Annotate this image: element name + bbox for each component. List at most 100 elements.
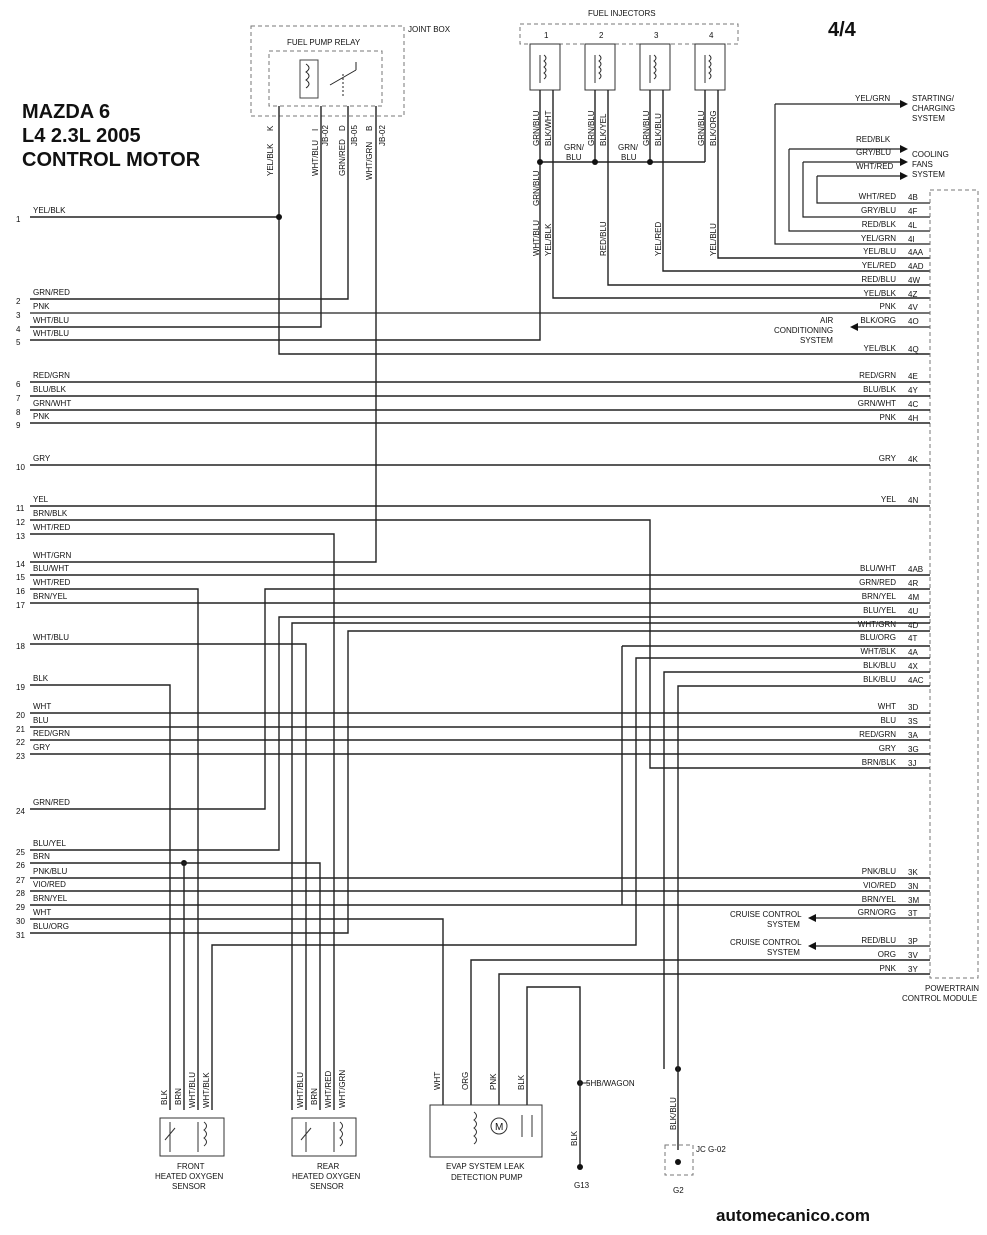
relay-wire-yelblk: YEL/BLK xyxy=(266,143,275,176)
inj-common-label: GRN/BLU xyxy=(532,170,541,206)
left-wire-number: 5 xyxy=(16,338,21,347)
cruise2-label-1: CRUISE CONTROL xyxy=(730,938,802,947)
pcm-wire-color: BRN/YEL xyxy=(862,895,897,904)
svg-text:M: M xyxy=(495,1122,503,1133)
relay-jb02-a: JB-02 xyxy=(321,125,330,146)
pcm-pin-label: 4Q xyxy=(908,345,919,354)
pcm-pin-label: 4C xyxy=(908,400,918,409)
relay-wire-labels: K YEL/BLK I WHT/BLU JB-02 D GRN/RED JB-0… xyxy=(266,125,387,180)
pcm-wire-color: RED/BLU xyxy=(861,275,896,284)
pcm-pin-label: 4U xyxy=(908,607,918,616)
left-wire-number: 10 xyxy=(16,463,25,472)
ac-label-1: AIR xyxy=(820,316,834,325)
left-wire-number: 31 xyxy=(16,931,25,940)
pcm-pin-label: 3V xyxy=(908,951,918,960)
left-wire-number: 28 xyxy=(16,889,25,898)
system-labels: STARTING/ CHARGING SYSTEM COOLING FANS S… xyxy=(730,94,955,957)
inj1-signal-label: BLK/WHT xyxy=(544,110,553,146)
evap-heater-icon xyxy=(521,1115,533,1137)
injector-number-1: 1 xyxy=(544,31,549,40)
left-wire-color: YEL xyxy=(33,495,49,504)
pcm-pin-label: 4N xyxy=(908,496,918,505)
wagon-label: 5HB/WAGON xyxy=(586,1079,635,1088)
cooling-fan-arrow-1-icon xyxy=(900,145,908,153)
left-wire-color: GRY xyxy=(33,743,51,752)
system-wire-color: GRY/BLU xyxy=(856,148,891,157)
pcm-pin-label: 4B xyxy=(908,193,918,202)
inj-bottom-redblu: RED/BLU xyxy=(599,221,608,256)
pcm-wire-color: BLU xyxy=(880,716,896,725)
inj-bottom-whtblu: WHT/BLU xyxy=(532,220,541,256)
pcm-wire-color: BLU/ORG xyxy=(860,633,896,642)
front-oxygen-sensor: BLK BRN WHT/BLU WHT/BLK FRONT HEATED OXY… xyxy=(155,1072,225,1191)
left-wire-number: 1 xyxy=(16,215,21,224)
splice-label-1a: GRN/ xyxy=(564,143,585,152)
inj3-supply-label: GRN/BLU xyxy=(642,110,651,146)
front-o2-label-2: HEATED OXYGEN xyxy=(155,1172,224,1181)
injector-4-coil-icon xyxy=(704,54,712,83)
pcm-pin-label: 4W xyxy=(908,276,920,285)
evap-label-1: EVAP SYSTEM LEAK xyxy=(446,1162,525,1171)
ac-label-2: CONDITIONING xyxy=(774,326,833,335)
pcm-pin-label: 4R xyxy=(908,579,918,588)
fuel-injectors-label: FUEL INJECTORS xyxy=(588,9,656,18)
pcm-wire-color: YEL/BLK xyxy=(864,344,897,353)
pcm-pin-label: 4L xyxy=(908,221,917,230)
pcm-wire-color: BLU/BLK xyxy=(863,385,897,394)
pcm-wire-color: PNK/BLU xyxy=(862,867,896,876)
relay-pin-d: D xyxy=(338,125,347,131)
website-label: automecanico.com xyxy=(716,1206,870,1225)
injector-number-3: 3 xyxy=(654,31,659,40)
inj-bottom-yelblk: YEL/BLK xyxy=(544,223,553,256)
rear-o2-wire-whtred: WHT/RED xyxy=(324,1070,333,1108)
relay-pin-b: B xyxy=(365,126,374,131)
evap-wire-pnk: PNK xyxy=(489,1073,498,1090)
left-wire-color: WHT xyxy=(33,908,51,917)
pcm-wire-color: BLK/BLU xyxy=(863,661,896,670)
rear-o2-wire-whtblu: WHT/BLU xyxy=(296,1072,305,1108)
lower-wiring xyxy=(30,381,930,1165)
starting-label-1: STARTING/ xyxy=(912,94,955,103)
cruise-arrow-1-icon xyxy=(808,914,816,922)
left-wire-number: 21 xyxy=(16,725,25,734)
joint-box-outline xyxy=(250,25,405,117)
pcm-wire-color: YEL/BLU xyxy=(863,247,896,256)
left-wire-color: BRN/BLK xyxy=(33,509,68,518)
jc-g02-outline xyxy=(664,1144,694,1176)
left-wire-number: 6 xyxy=(16,380,21,389)
pcm-wire-color: YEL/RED xyxy=(862,261,896,270)
starting-label-2: CHARGING xyxy=(912,104,955,113)
left-wire-group: 1YEL/BLK2GRN/RED3PNK4WHT/BLU5WHT/BLU6RED… xyxy=(16,206,71,940)
left-wire-color: YEL/BLK xyxy=(33,206,66,215)
left-wire-color: VIO/RED xyxy=(33,880,66,889)
pcm-pin-label: 4V xyxy=(908,303,918,312)
left-wire-number: 13 xyxy=(16,532,25,541)
left-wire-number: 27 xyxy=(16,876,25,885)
pcm-label-1: POWERTRAIN xyxy=(925,984,979,993)
relay-wire-whtblu: WHT/BLU xyxy=(311,140,320,176)
relay-jb05: JB-05 xyxy=(350,125,359,146)
pcm-wire-color: GRY/BLU xyxy=(861,206,896,215)
left-wire-color: WHT/BLU xyxy=(33,316,69,325)
pcm-pin-label: 4F xyxy=(908,207,917,216)
pcm-pin-label: 4K xyxy=(908,455,918,464)
left-wire-number: 23 xyxy=(16,752,25,761)
injector-2-coil-icon xyxy=(594,54,602,83)
left-wire-number: 26 xyxy=(16,861,25,870)
rear-oxygen-sensor: WHT/BLU BRN WHT/RED WHT/GRN REAR HEATED … xyxy=(291,1070,361,1191)
pcm-outline xyxy=(929,189,979,979)
pcm-wire-color: YEL xyxy=(881,495,897,504)
pcm-pin-label: 4M xyxy=(908,593,919,602)
left-wire-number: 4 xyxy=(16,325,21,334)
pcm-wire-color: ORG xyxy=(878,950,896,959)
rear-o2-wire-whtgrn: WHT/GRN xyxy=(338,1070,347,1108)
relay-coil-winding-icon xyxy=(305,63,310,89)
evap-label-2: DETECTION PUMP xyxy=(451,1173,523,1182)
left-wire-color: PNK xyxy=(33,412,50,421)
g13-wire-label: BLK xyxy=(570,1130,579,1146)
front-o2-wire-whtblk: WHT/BLK xyxy=(202,1072,211,1108)
cooling-fan-arrow-3-icon xyxy=(900,172,908,180)
injector-wire-labels: GRN/BLU BLK/WHT GRN/BLU BLK/YEL GRN/BLU … xyxy=(532,110,718,256)
left-wire-number: 2 xyxy=(16,297,21,306)
